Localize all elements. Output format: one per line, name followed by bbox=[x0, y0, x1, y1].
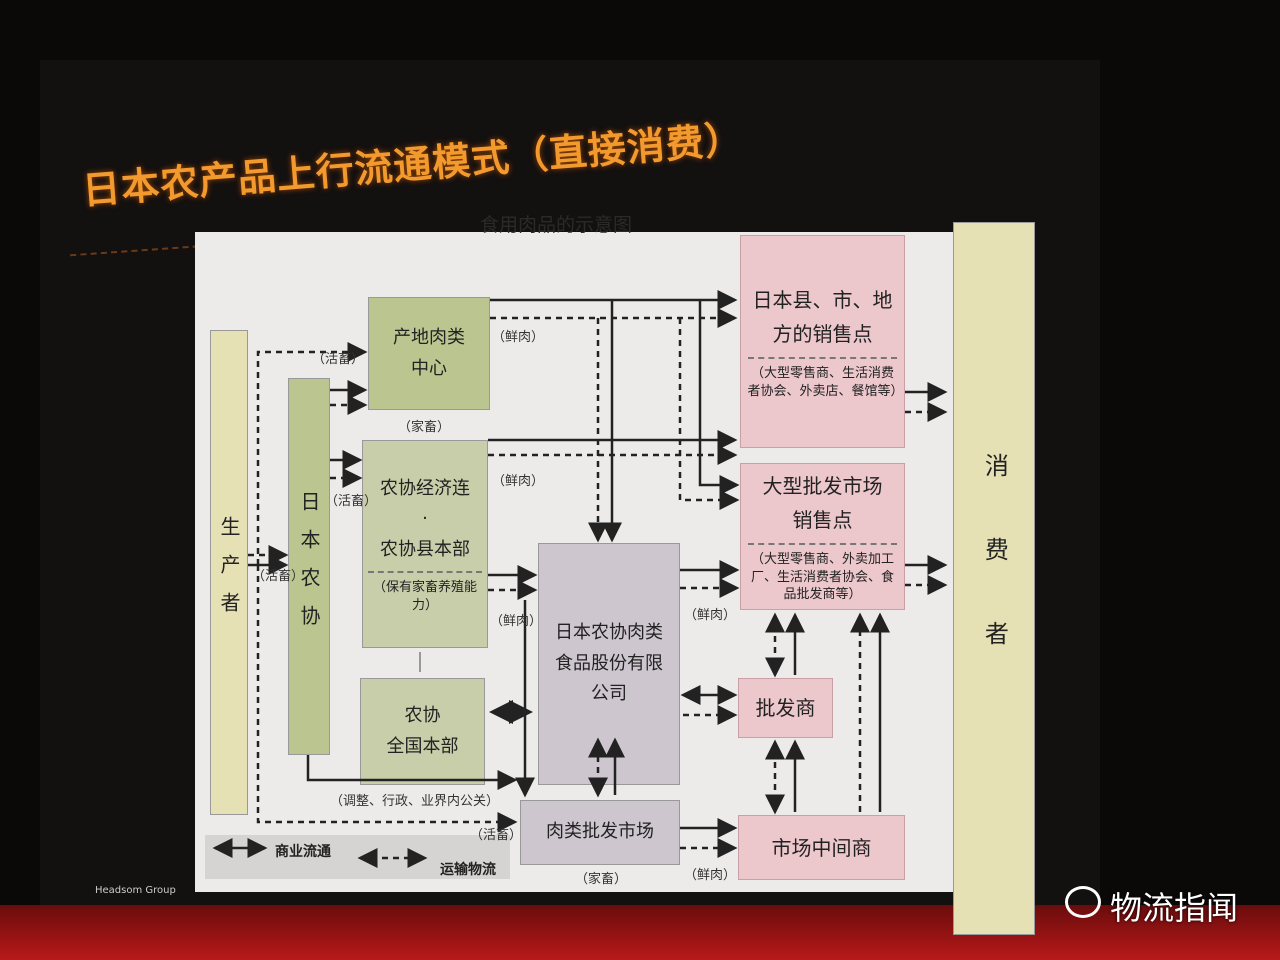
node-label: 农协县本部 bbox=[380, 538, 470, 560]
flow-label: （鲜肉） bbox=[490, 614, 543, 629]
node-label: 方的销售点 bbox=[772, 321, 873, 346]
node-label: 销售点 bbox=[792, 508, 853, 533]
flow-label: （调整、行政、业界内公关） bbox=[330, 794, 500, 809]
legend-logistics: 运输物流 bbox=[440, 862, 496, 878]
node-label: 产地肉类中心 bbox=[393, 326, 465, 379]
flow-label: （家畜） bbox=[575, 872, 628, 887]
node-meat-market: 肉类批发市场 bbox=[520, 800, 680, 865]
wechat-icon bbox=[1065, 886, 1101, 918]
stage-floor bbox=[0, 905, 1280, 960]
node-ja-national: 农协 全国本部 bbox=[360, 678, 485, 785]
node-label: 肉类批发市场 bbox=[546, 821, 654, 843]
node-ja-econ: 农协经济连 · 农协县本部 （保有家畜养殖能力） bbox=[362, 440, 488, 648]
node-label: 市场中间商 bbox=[771, 835, 872, 860]
node-wholesaler: 批发商 bbox=[738, 678, 833, 738]
diagram-subtitle: 食用肉品的示意图 bbox=[480, 214, 633, 236]
brand-label: Headsom Group bbox=[95, 885, 176, 896]
node-label: 日本县、市、地 bbox=[752, 287, 893, 312]
arrow-producer-origin-dashed bbox=[256, 342, 368, 565]
flow-label: （活畜） bbox=[325, 494, 378, 509]
flow-label: （活畜） bbox=[312, 352, 365, 367]
arrow-ja-market bbox=[306, 755, 518, 790]
node-middleman: 市场中间商 bbox=[738, 815, 905, 880]
watermark: 物流指闻 bbox=[1110, 889, 1239, 927]
flow-label: （鲜肉） bbox=[684, 608, 737, 623]
flow-label: （活畜） bbox=[252, 569, 305, 584]
node-label: 农协 bbox=[404, 704, 441, 726]
node-label: 日本农协 bbox=[297, 490, 321, 643]
arrow-to-wholesale-sales bbox=[698, 300, 740, 495]
node-label: 大型批发市场 bbox=[762, 474, 883, 499]
node-label: 农协经济连 bbox=[380, 477, 470, 499]
legend-commercial: 商业流通 bbox=[275, 844, 331, 860]
node-origin-center: 产地肉类中心 bbox=[368, 297, 490, 410]
node-note: （大型零售商、生活消费者协会、外卖店、餐馆等） bbox=[747, 356, 904, 400]
node-ja: 日本农协 bbox=[288, 378, 330, 755]
node-note: （保有家畜养殖能力） bbox=[367, 571, 483, 614]
flow-label: （活畜） bbox=[470, 828, 523, 843]
node-label: 全国本部 bbox=[386, 735, 459, 757]
flow-label: （鲜肉） bbox=[492, 474, 545, 489]
node-wholesale-sales: 大型批发市场 销售点 （大型零售商、外卖加工厂、生活消费者协会、食品批发商等） bbox=[740, 463, 905, 610]
node-label: 生产者 bbox=[217, 515, 241, 630]
node-producer: 生产者 bbox=[210, 330, 248, 815]
node-label: · bbox=[422, 508, 428, 530]
node-label: 消费者 bbox=[980, 452, 1009, 705]
node-label: 批发商 bbox=[755, 696, 816, 720]
node-consumer: 消费者 bbox=[953, 222, 1035, 935]
flow-label: （鲜肉） bbox=[684, 868, 737, 883]
node-note: （大型零售商、外卖加工厂、生活消费者协会、食品批发商等） bbox=[747, 543, 898, 604]
node-label: 日本农协肉类食品股份有限公司 bbox=[555, 622, 663, 705]
arrow-to-wholesale-dashed bbox=[678, 318, 740, 510]
flow-label: （家畜） bbox=[398, 420, 451, 435]
node-local-sales: 日本县、市、地 方的销售点 （大型零售商、生活消费者协会、外卖店、餐馆等） bbox=[740, 235, 905, 448]
arrow-producer-market-dashed bbox=[256, 565, 518, 832]
flow-label: （鲜肉） bbox=[492, 330, 545, 345]
